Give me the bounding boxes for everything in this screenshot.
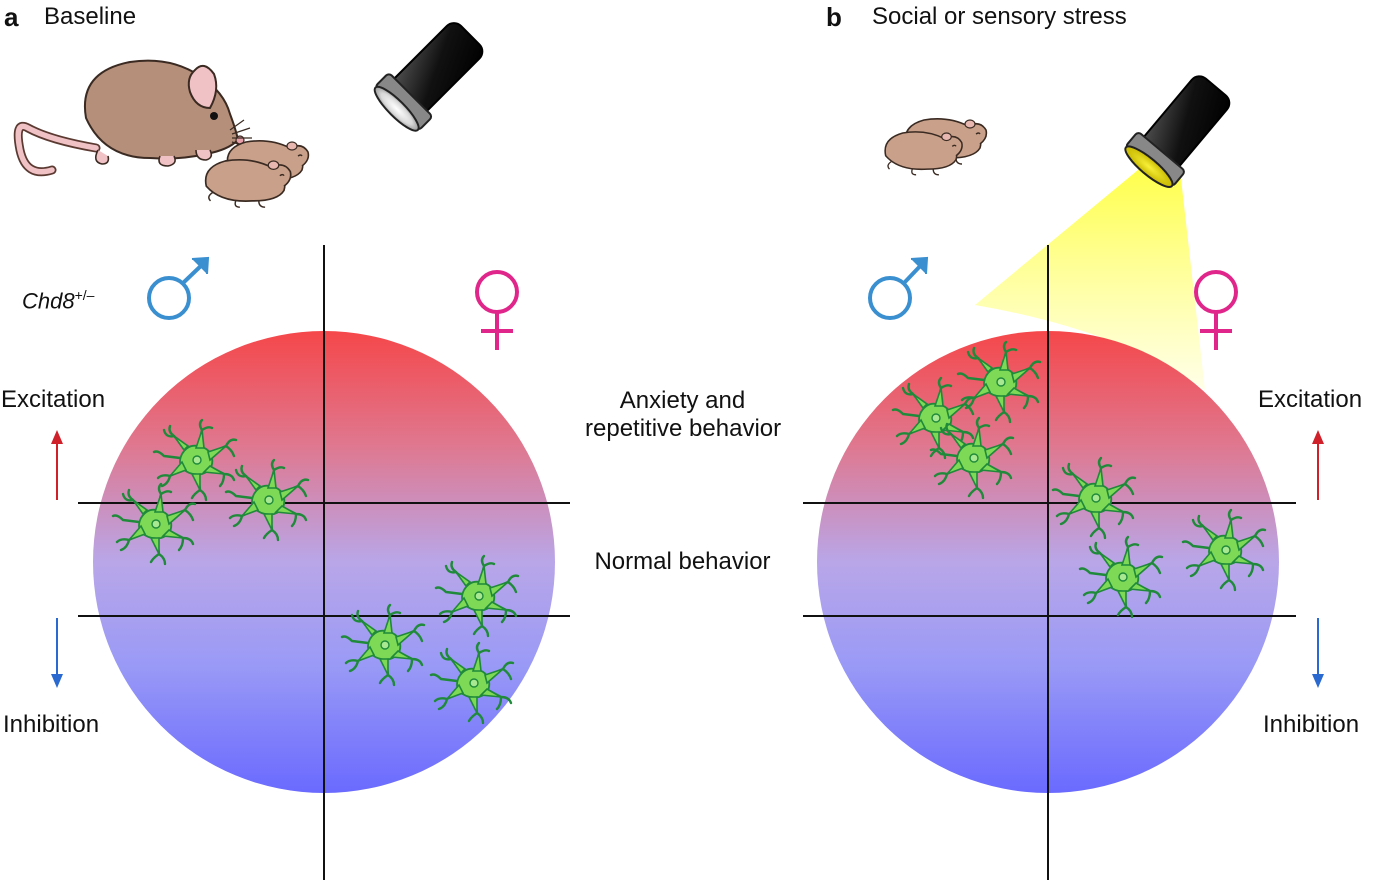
panel-b-female-icon <box>1194 270 1238 350</box>
normal-behavior-label: Normal behavior <box>594 548 771 575</box>
light-beam <box>975 160 1205 390</box>
panel-a-title: Baseline <box>44 3 137 30</box>
panel-b-inhibition-arrow <box>1312 618 1324 688</box>
genotype-superscript: +/– <box>74 287 95 303</box>
panel-a <box>13 22 484 209</box>
panel-a-letter: a <box>4 2 19 32</box>
panel-b-pups-icon <box>884 118 988 176</box>
panel-a-female-icon <box>475 270 519 350</box>
panel-b-excitation-label: Excitation <box>1258 386 1363 413</box>
flashlight-off-icon <box>373 22 484 132</box>
panel-a-inhibition-arrow <box>51 618 63 688</box>
anxiety-label-line2: repetitive behavior <box>585 415 782 442</box>
anxiety-label: Anxiety and repetitive behavior <box>585 387 782 443</box>
panel-b-inhibition-label: Inhibition <box>1263 711 1360 738</box>
panel-a-male-icon <box>147 256 210 320</box>
genotype-label: Chd8+/– <box>22 287 94 314</box>
panel-a-inhibition-label: Inhibition <box>3 711 100 738</box>
panel-b-letter: b <box>826 2 842 32</box>
flashlight-on-icon <box>1124 75 1231 188</box>
mother-mouse-icon <box>13 59 252 177</box>
panel-b <box>884 75 1231 390</box>
panel-a-excitation-arrow <box>51 430 63 500</box>
panel-b-title: Social or sensory stress <box>872 3 1127 30</box>
panel-a-excitation-label: Excitation <box>1 386 106 413</box>
anxiety-label-line1: Anxiety and <box>619 387 746 414</box>
panel-b-excitation-arrow <box>1312 430 1324 500</box>
panel-b-male-icon <box>868 256 929 320</box>
genotype-name: Chd8 <box>22 288 75 314</box>
panel-b-axes <box>803 245 1296 880</box>
